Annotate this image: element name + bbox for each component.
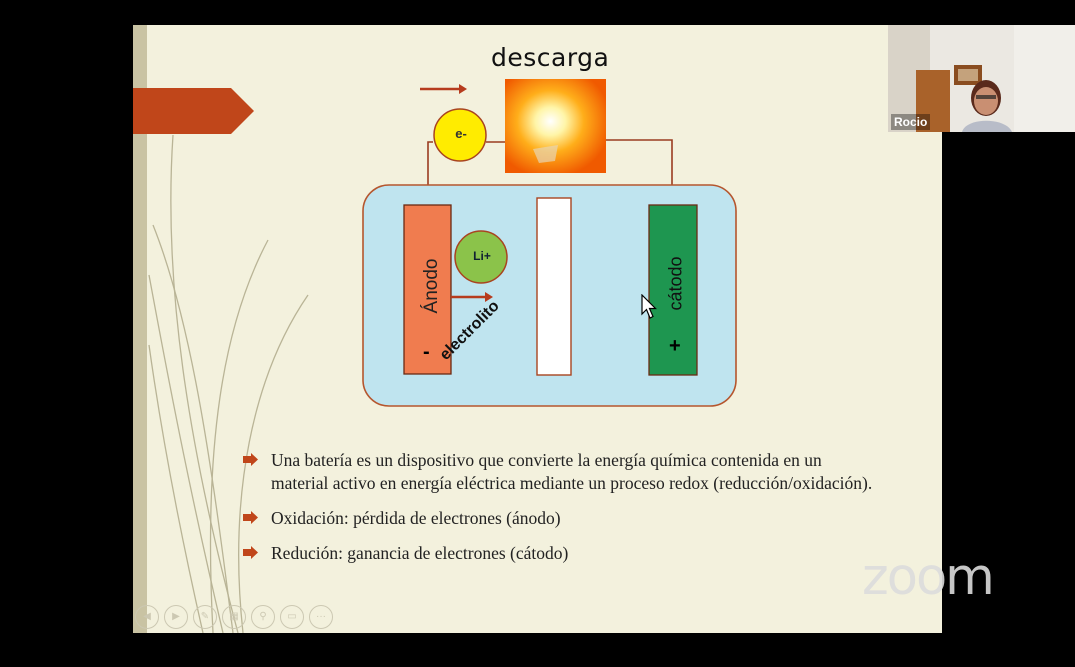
battery-diagram: [362, 79, 737, 407]
slideshow-navigation: ◀ ▶ ✎ ▦ ⚲ ▭ ···: [135, 605, 333, 629]
pen-icon[interactable]: ✎: [193, 605, 217, 629]
zoom-logo: zoom: [862, 548, 995, 607]
bullet-arrow-icon: [243, 511, 258, 524]
cathode-label: cátodo: [665, 256, 686, 311]
anode-block: [403, 204, 452, 375]
anode-sign: -: [423, 341, 430, 363]
bullet-arrow-icon: [243, 546, 258, 559]
light-bulb-icon: [505, 79, 606, 173]
slides-icon[interactable]: ▦: [222, 605, 246, 629]
more-icon[interactable]: ···: [309, 605, 333, 629]
bullet-text: Oxidación: pérdida de electrones (ánodo): [271, 508, 561, 528]
bullet-arrow-icon: [243, 453, 258, 466]
decorative-grass-lines: [148, 134, 309, 633]
title-arrow-banner: [133, 88, 254, 134]
list-item: Redución: ganancia de electrones (cátodo…: [240, 542, 880, 565]
previous-icon[interactable]: ◀: [135, 605, 159, 629]
bullet-text: Una batería es un dispositivo que convie…: [271, 450, 873, 493]
participant-video[interactable]: Rocio: [888, 25, 1075, 132]
presentation-slide: descarga: [133, 25, 942, 633]
screen-icon[interactable]: ▭: [280, 605, 304, 629]
list-item: Oxidación: pérdida de electrones (ánodo): [240, 507, 880, 530]
current-arrow-icon: [420, 84, 467, 94]
lithium-ion-label: Li+: [473, 249, 491, 263]
zoom-icon[interactable]: ⚲: [251, 605, 275, 629]
bullet-list: Una batería es un dispositivo que convie…: [240, 449, 880, 577]
cathode-sign: +: [669, 335, 681, 357]
electron-label: e-: [455, 126, 467, 141]
slide-title: descarga: [491, 43, 610, 72]
list-item: Una batería es un dispositivo que convie…: [240, 449, 880, 495]
circuit-wire: [427, 141, 433, 205]
anode-label: Ánodo: [421, 258, 442, 314]
lithium-ion-circle: [454, 230, 508, 284]
separator-membrane: [536, 197, 572, 376]
participant-video-feed: [888, 25, 1075, 132]
electron-circle: [433, 108, 487, 162]
slide-left-border: [133, 25, 147, 633]
mouse-cursor-icon: [641, 294, 657, 319]
play-icon[interactable]: ▶: [164, 605, 188, 629]
participant-name: Rocio: [891, 114, 931, 130]
cathode-block: [648, 204, 698, 376]
ion-arrow-icon: [451, 292, 493, 302]
bullet-text: Redución: ganancia de electrones (cátodo…: [271, 543, 569, 563]
